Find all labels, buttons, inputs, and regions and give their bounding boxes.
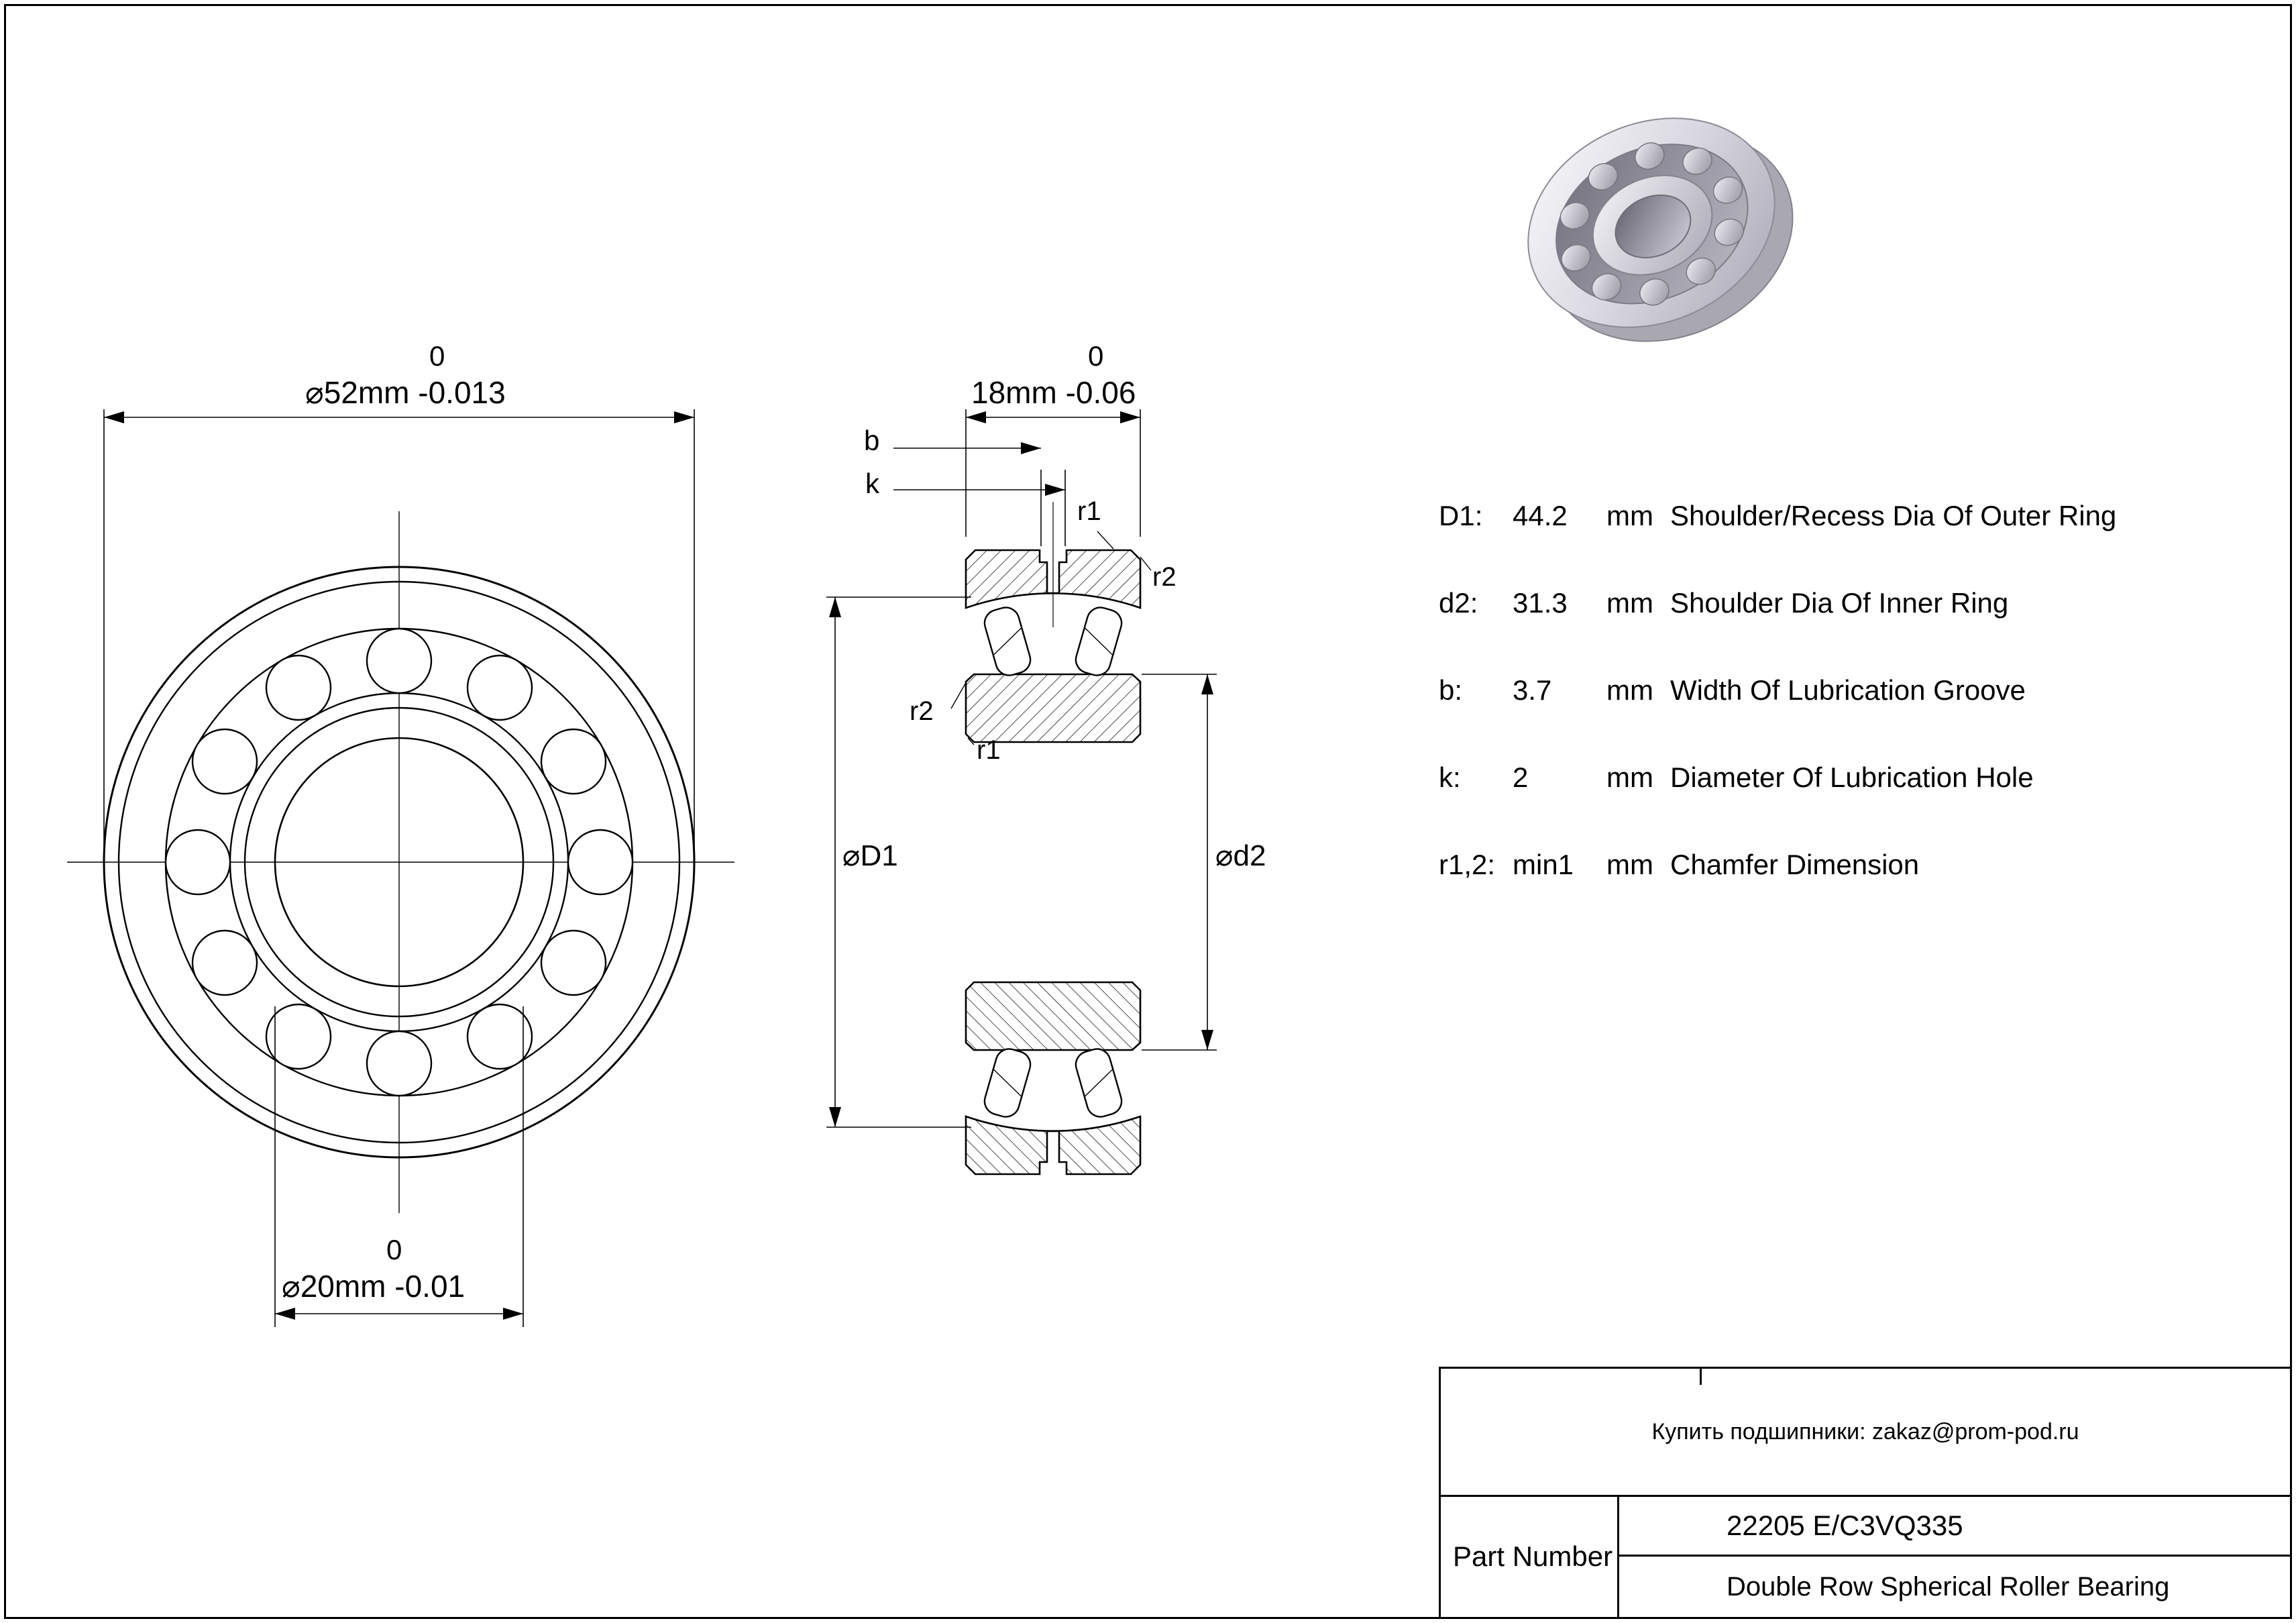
- section-view-bottom-half: [965, 981, 1142, 1175]
- spec-unit: mm: [1606, 500, 1653, 531]
- d2-dimension: [1142, 674, 1217, 1051]
- spec-param: D1:: [1439, 500, 1483, 531]
- front-view-rollers: [164, 627, 634, 1097]
- spec-param: r1,2:: [1439, 849, 1496, 880]
- spec-value: 31.3: [1513, 587, 1568, 619]
- groove-width-label: b: [864, 425, 880, 456]
- spec-unit: mm: [1606, 849, 1653, 880]
- title-block-part-row: Part Number 22205 E/C3VQ335 Double Row S…: [1441, 1497, 2290, 1617]
- od-tolerance-upper: 0: [429, 340, 445, 372]
- part-number-label: Part Number: [1441, 1497, 1619, 1617]
- width-tolerance-upper: 0: [1088, 340, 1104, 372]
- spec-row-r12: r1,2: min1 mm Chamfer Dimension: [1439, 849, 1919, 881]
- bore-dimension: [274, 1006, 524, 1327]
- spec-desc: Diameter Of Lubrication Hole: [1670, 762, 2034, 793]
- spec-row-d2: d2: 31.3 mm Shoulder Dia Of Inner Ring: [1439, 587, 2008, 619]
- spec-desc: Shoulder Dia Of Inner Ring: [1670, 587, 2009, 619]
- section-outer-ring: [965, 549, 1142, 609]
- spec-row-k: k: 2 mm Diameter Of Lubrication Hole: [1439, 762, 2034, 794]
- spec-param: d2:: [1439, 587, 1478, 619]
- spec-row-d1: D1: 44.2 mm Shoulder/Recess Dia Of Outer Ri…: [1439, 500, 2116, 532]
- inner-shoulder-dia-label: ⌀d2: [1215, 839, 1266, 872]
- front-view: [67, 511, 734, 1213]
- bore-dimension-label: ⌀20mm -0.01: [282, 1269, 466, 1304]
- spec-unit: mm: [1606, 587, 1653, 619]
- chamfer-r2-top-label: r2: [1152, 562, 1177, 592]
- chamfer-leaders: [950, 531, 1152, 745]
- hole-diameter-label: k: [865, 468, 879, 499]
- title-block-divider-tick: [1700, 1369, 1702, 1385]
- spec-value: 44.2: [1513, 500, 1568, 531]
- spec-desc: Shoulder/Recess Dia Of Outer Ring: [1670, 500, 2117, 531]
- contact-text: Купить подшипники: zakaz@prom-pod.ru: [1651, 1418, 2079, 1445]
- bearing-3d-image: [1527, 117, 1794, 342]
- spec-row-b: b: 3.7 mm Width Of Lubrication Groove: [1439, 674, 2026, 706]
- spec-desc: Width Of Lubrication Groove: [1670, 674, 2026, 706]
- spec-value: 2: [1513, 762, 1529, 793]
- section-roller-right: [1075, 607, 1123, 676]
- spec-desc: Chamfer Dimension: [1670, 849, 1920, 880]
- part-info-cell: 22205 E/C3VQ335 Double Row Spherical Rol…: [1619, 1497, 2290, 1617]
- d1-dimension: [826, 596, 971, 1128]
- groove-leaders: [893, 448, 1066, 546]
- od-dimension: [103, 409, 695, 859]
- spec-value: min1: [1513, 849, 1574, 880]
- chamfer-r1-side-label: r1: [977, 735, 1001, 765]
- dimension-arrowheads: [104, 411, 1213, 1320]
- section-view-top-half: [965, 549, 1142, 743]
- width-dimension: [965, 409, 1141, 537]
- spec-unit: mm: [1606, 762, 1653, 793]
- chamfer-r1-top-label: r1: [1077, 496, 1101, 526]
- title-block-contact-row: Купить подшипники: zakaz@prom-pod.ru: [1441, 1369, 2290, 1497]
- outer-recess-dia-label: ⌀D1: [842, 839, 898, 872]
- spec-param: b:: [1439, 674, 1463, 706]
- spec-unit: mm: [1606, 674, 1653, 706]
- part-number-value: 22205 E/C3VQ335: [1619, 1497, 2290, 1557]
- spec-param: k:: [1439, 762, 1461, 793]
- spec-value: 3.7: [1513, 674, 1552, 706]
- bore-tolerance-upper: 0: [386, 1234, 402, 1265]
- section-inner-ring: [965, 673, 1142, 743]
- section-roller-left: [983, 607, 1032, 676]
- chamfer-r2-side-label: r2: [910, 696, 934, 726]
- width-dimension-label: 18mm -0.06: [971, 375, 1136, 410]
- title-block: Купить подшипники: zakaz@prom-pod.ru Par…: [1439, 1367, 2292, 1619]
- od-dimension-label: ⌀52mm -0.013: [305, 375, 506, 410]
- part-description-value: Double Row Spherical Roller Bearing: [1727, 1571, 2170, 1602]
